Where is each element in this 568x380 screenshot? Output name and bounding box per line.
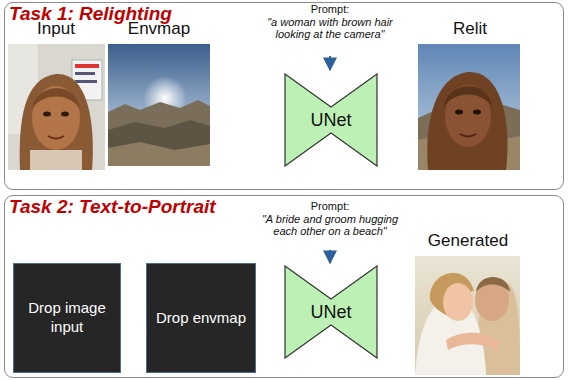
unet-block: UNet (284, 73, 378, 167)
unet-label: UNet (284, 110, 378, 131)
prompt-arrow (329, 56, 331, 70)
unet-outline (285, 74, 377, 166)
image-caption: Generated (413, 231, 523, 251)
unet-block: UNet (284, 265, 378, 359)
box-label: Drop envmap (156, 309, 246, 328)
unet-outline (285, 266, 377, 358)
image-caption: Envmap (109, 19, 209, 39)
relit-photo (418, 44, 520, 170)
prompt-text: "A bride and groom hugging each other on… (260, 213, 400, 237)
prompt-text: Prompt: (290, 3, 370, 15)
dropped-input-box: Drop image input (13, 263, 121, 373)
box-label: Drop image input (20, 299, 114, 337)
task-title: Task 2: Text-to-Portrait (9, 196, 216, 218)
unet-label: UNet (284, 302, 378, 323)
image-caption: Relit (425, 19, 515, 39)
prompt-text: Prompt: (290, 200, 370, 212)
dropped-input-box: Drop envmap (146, 263, 256, 373)
prompt-arrow (329, 250, 331, 263)
generated-photo (415, 256, 520, 375)
input-photo (8, 44, 105, 170)
prompt-text: "a woman with brown hair looking at the … (260, 16, 400, 40)
envmap-image (108, 44, 210, 166)
image-caption: Input (11, 19, 101, 39)
